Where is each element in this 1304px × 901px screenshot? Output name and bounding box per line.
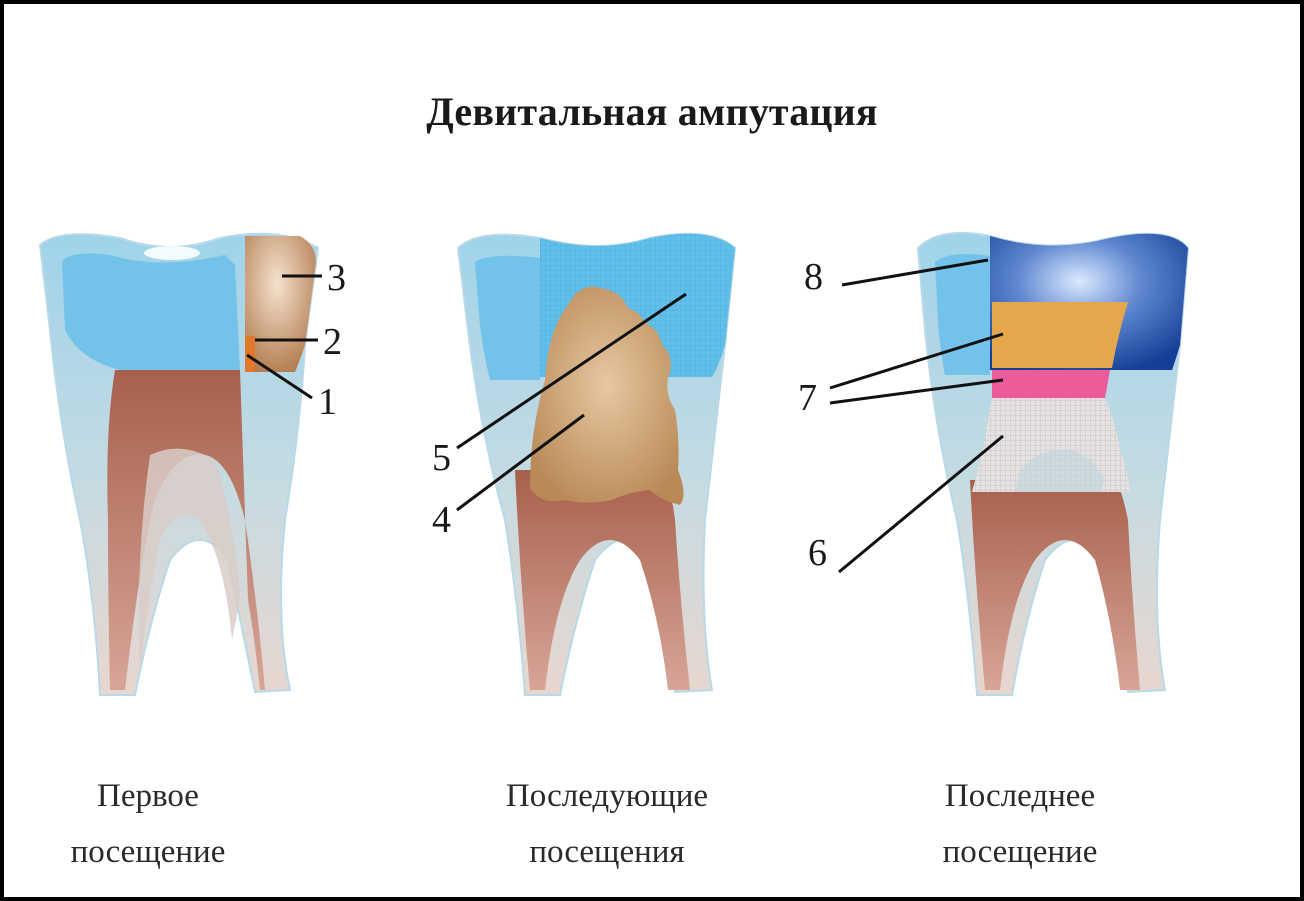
caption-first-visit-line2: посещение (38, 824, 258, 880)
label-1: 1 (318, 381, 337, 423)
caption-last-visit-line1: Последнее (905, 768, 1135, 824)
caption-subsequent-visits-line2: посещения (462, 824, 752, 880)
label-4: 4 (432, 499, 451, 541)
tooth-last-visit (918, 233, 1188, 695)
tooth-subsequent-visits (458, 234, 735, 695)
label-5: 5 (432, 437, 451, 479)
label-6: 6 (808, 532, 827, 574)
label-2: 2 (323, 321, 342, 363)
caption-subsequent-visits-line1: Последующие (462, 768, 752, 824)
label-7: 7 (798, 377, 817, 419)
label-3: 3 (327, 257, 346, 299)
label-8: 8 (804, 256, 823, 298)
caption-last-visit: Последнее посещение (905, 768, 1135, 880)
caption-last-visit-line2: посещение (905, 824, 1135, 880)
caption-first-visit-line1: Первое (38, 768, 258, 824)
caption-subsequent-visits: Последующие посещения (462, 768, 752, 880)
caption-first-visit: Первое посещение (38, 768, 258, 880)
tooth-first-visit (40, 234, 318, 695)
